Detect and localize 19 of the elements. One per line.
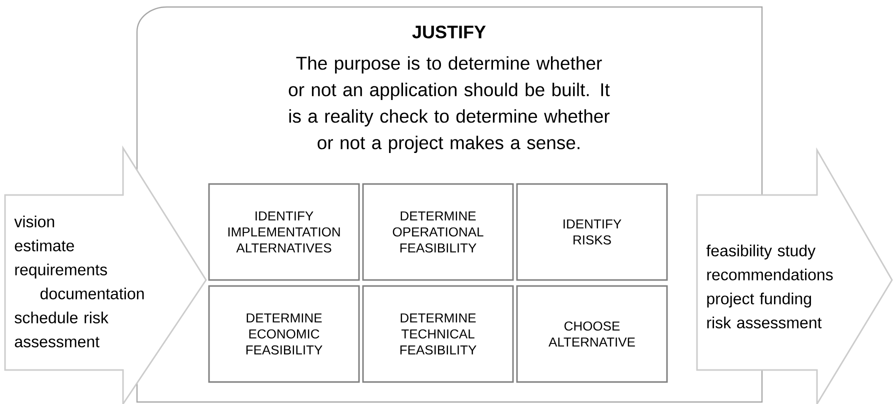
- input-arrow: [4, 145, 207, 404]
- step-box: DETERMINE TECHNICAL FEASIBILITY: [362, 285, 514, 383]
- node-label: feasibility study: [706, 244, 816, 260]
- node-label: estimate: [14, 240, 74, 252]
- step-box: IDENTIFY IMPLEMENTATION ALTERNATIVES: [208, 183, 360, 281]
- step-box: CHOOSE ALTERNATIVE: [516, 285, 668, 383]
- step-box: DETERMINE OPERATIONAL FEASIBILITY: [362, 183, 514, 281]
- node-label: vision: [14, 216, 54, 228]
- node-label: schedule risk assessment: [14, 312, 108, 348]
- output-list: feasibility study recommendations project funding risk assessment: [706, 244, 833, 328]
- step-box: IDENTIFY RISKS: [516, 183, 668, 281]
- node-label: recommendations: [707, 268, 833, 280]
- node-label: project funding: [707, 292, 811, 308]
- input-list: vision estimate requirements documentation schedule risk assessment: [14, 216, 144, 348]
- step-box: DETERMINE ECONOMIC FEASIBILITY: [208, 285, 360, 383]
- description: The purpose is to determine whether or not an application should be built. It is a reality check to determine whether or not a project makes a sense.: [288, 56, 610, 153]
- heading: JUSTIFY: [412, 26, 486, 38]
- output-arrow: [696, 147, 893, 404]
- node-label: risk assessment: [707, 316, 822, 328]
